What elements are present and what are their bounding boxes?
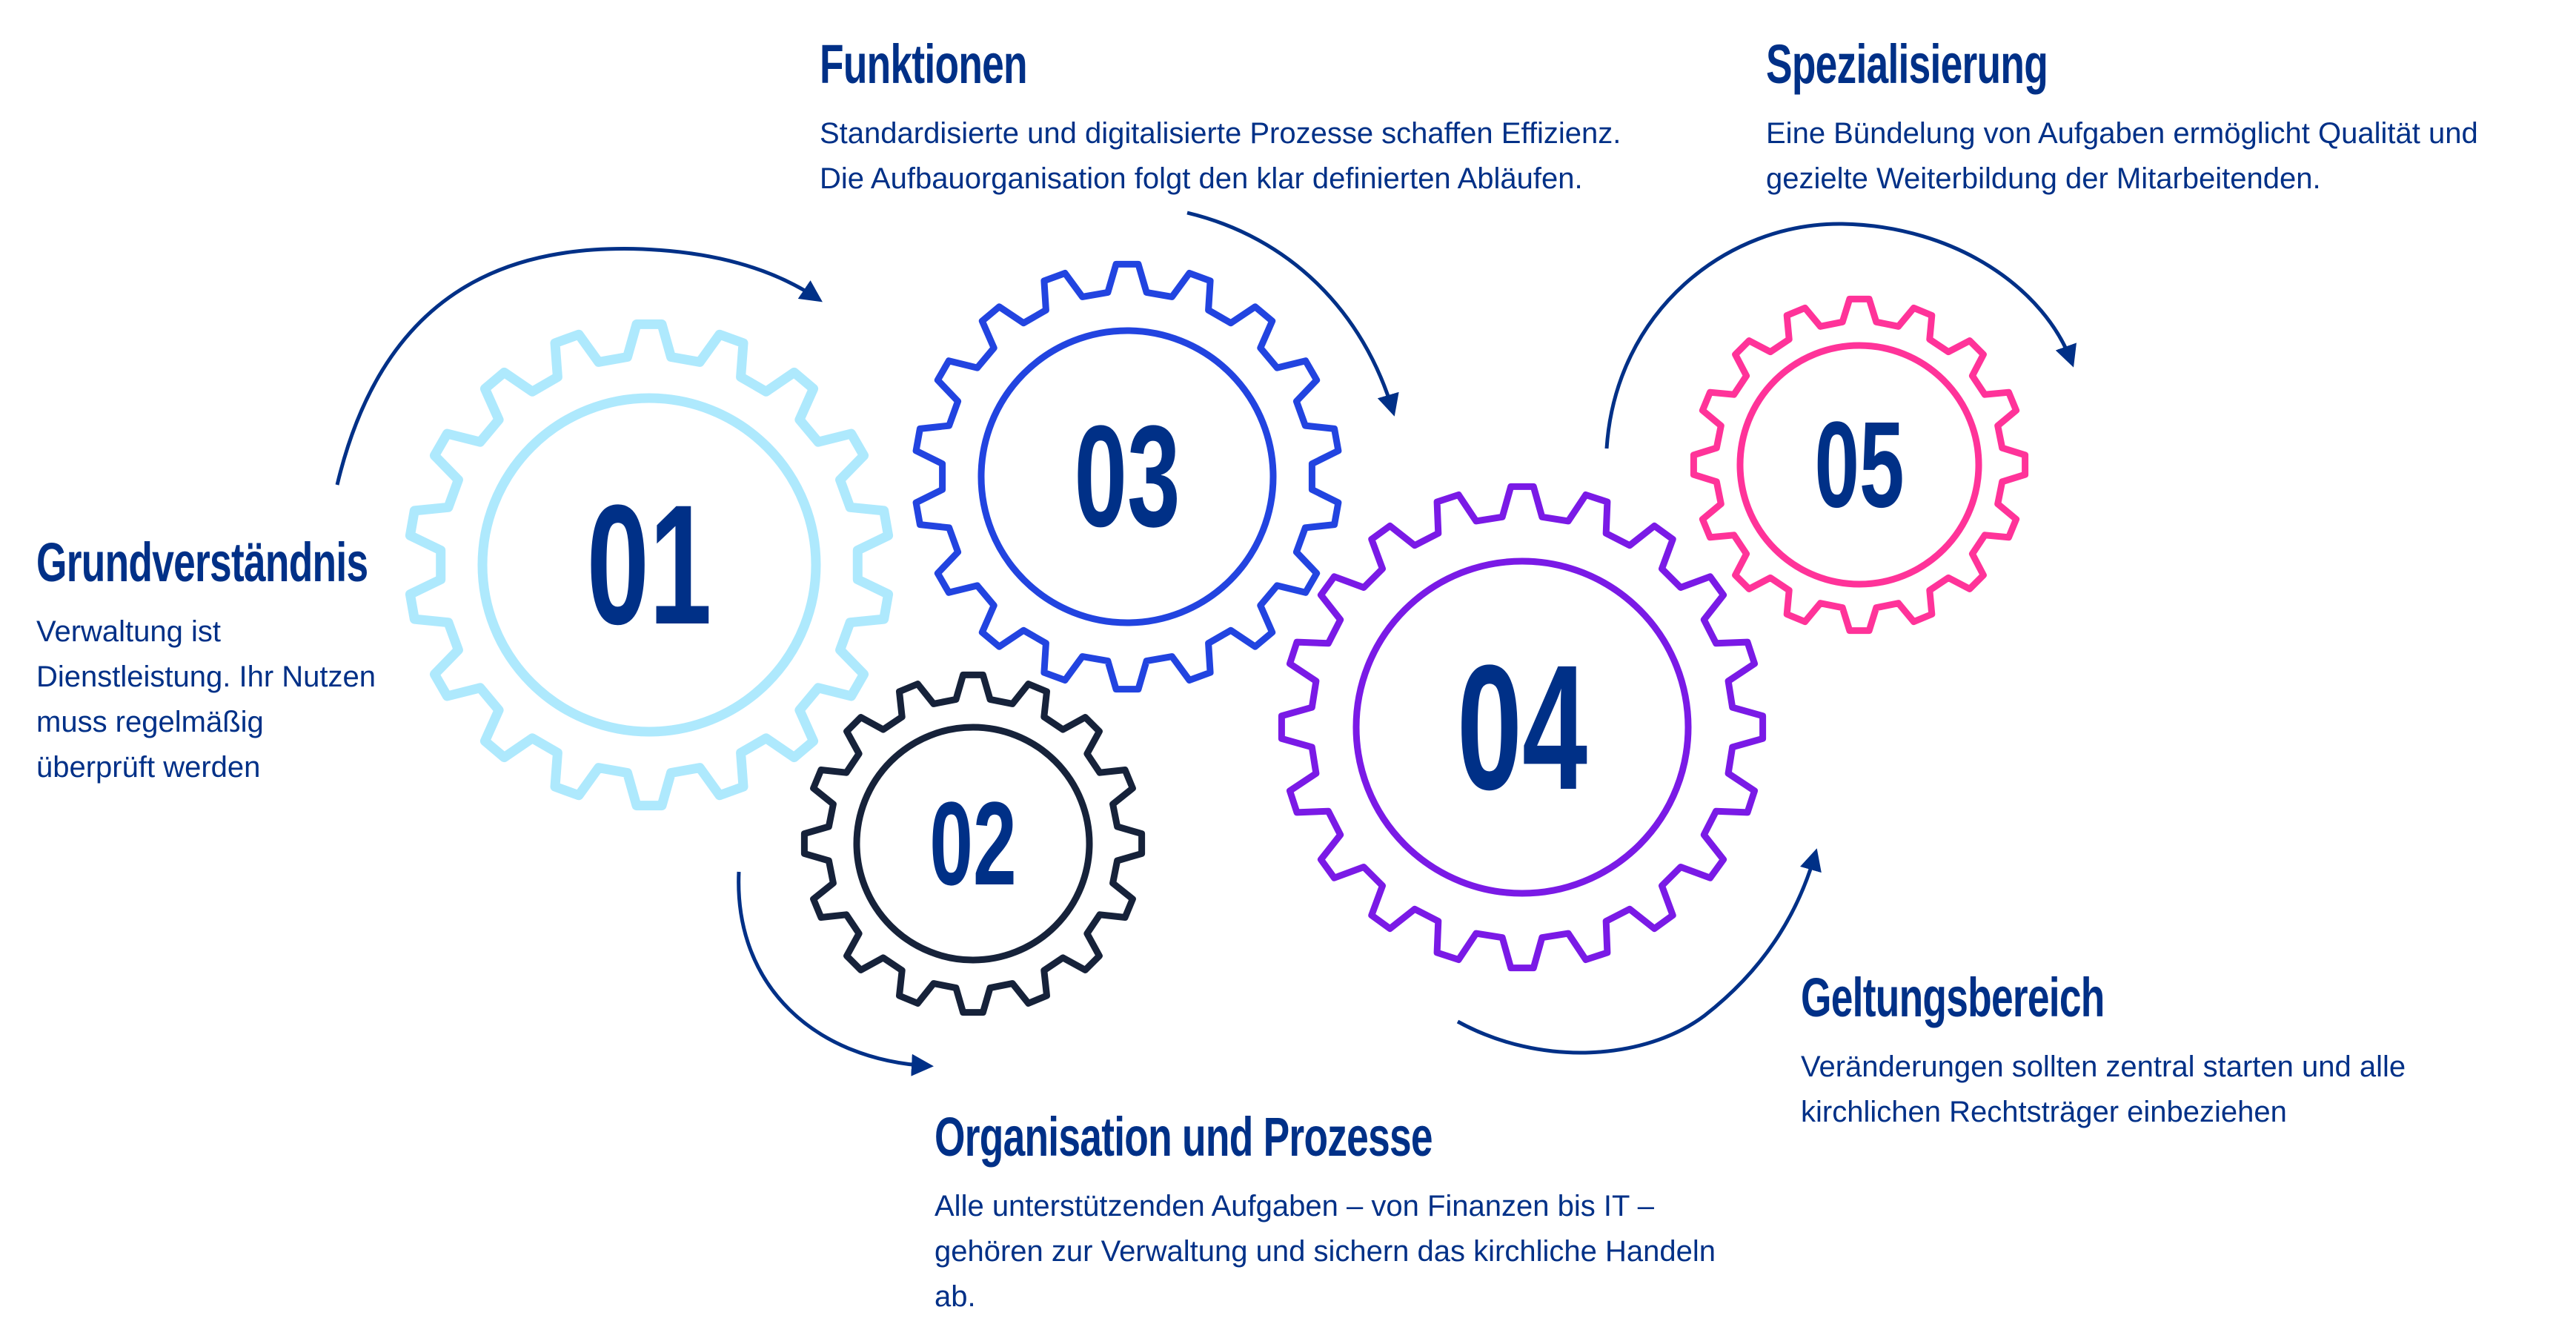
section-text: Standardisierte und digitalisierte Proze… [820,117,1621,195]
gear-inner-ring [1352,557,1692,897]
arrow-04-to-05 [1456,848,1822,1055]
gear-inner-ring [1736,342,1982,588]
gear-icon [912,260,1342,693]
gear-icon [800,671,1146,1016]
gear-01 [405,319,894,811]
gear-number-02: 02 [929,777,1017,910]
gear-number-05: 05 [1814,396,1905,533]
section-spezialisierung: Spezialisierung Eine Bündelung von Aufga… [1766,37,2552,202]
gear-05 [1690,295,2029,635]
gear-inner-ring [977,327,1277,626]
gear-02 [800,671,1146,1016]
section-organisation: Organisation und Prozesse Alle unterstüt… [935,1110,1765,1320]
gear-inner-ring [477,393,821,737]
gear-number-04: 04 [1456,628,1588,827]
section-title: Funktionen [820,33,1028,95]
arrow-05-to-spezialisierung [1604,222,2077,449]
arrow-03-to-04 [1186,211,1399,417]
arrow-01-to-03 [335,247,823,486]
gear-icon [1690,295,2029,635]
section-text: Verwaltung ist Dienstleistung. Ihr Nutze… [36,615,376,784]
section-title: Grundverständnis [36,532,368,593]
arrow-01-to-02 [737,871,934,1076]
gear-number-03: 03 [1074,395,1181,557]
section-funktionen: Funktionen Standardisierte und digitalis… [820,37,1650,202]
section-grundverstaendnis: Grundverständnis Verwaltung ist Dienstle… [36,535,377,790]
gear-04 [1278,483,1767,972]
section-geltungsbereich: Geltungsbereich Veränderungen sollten ze… [1801,970,2542,1135]
gear-03 [912,260,1342,693]
section-title: Geltungsbereich [1801,967,2105,1028]
gear-inner-ring [853,724,1093,964]
section-text: Veränderungen sollten zentral starten un… [1801,1050,2406,1128]
section-title: Spezialisierung [1766,33,2048,95]
section-text: Eine Bündelung von Aufgaben ermöglicht Q… [1766,117,2478,195]
section-title: Organisation und Prozesse [935,1106,1433,1168]
gear-icon [1278,483,1767,972]
gear-number-01: 01 [586,469,712,660]
section-text: Alle unterstützenden Aufgaben – von Fina… [935,1190,1716,1313]
gear-icon [405,319,894,811]
